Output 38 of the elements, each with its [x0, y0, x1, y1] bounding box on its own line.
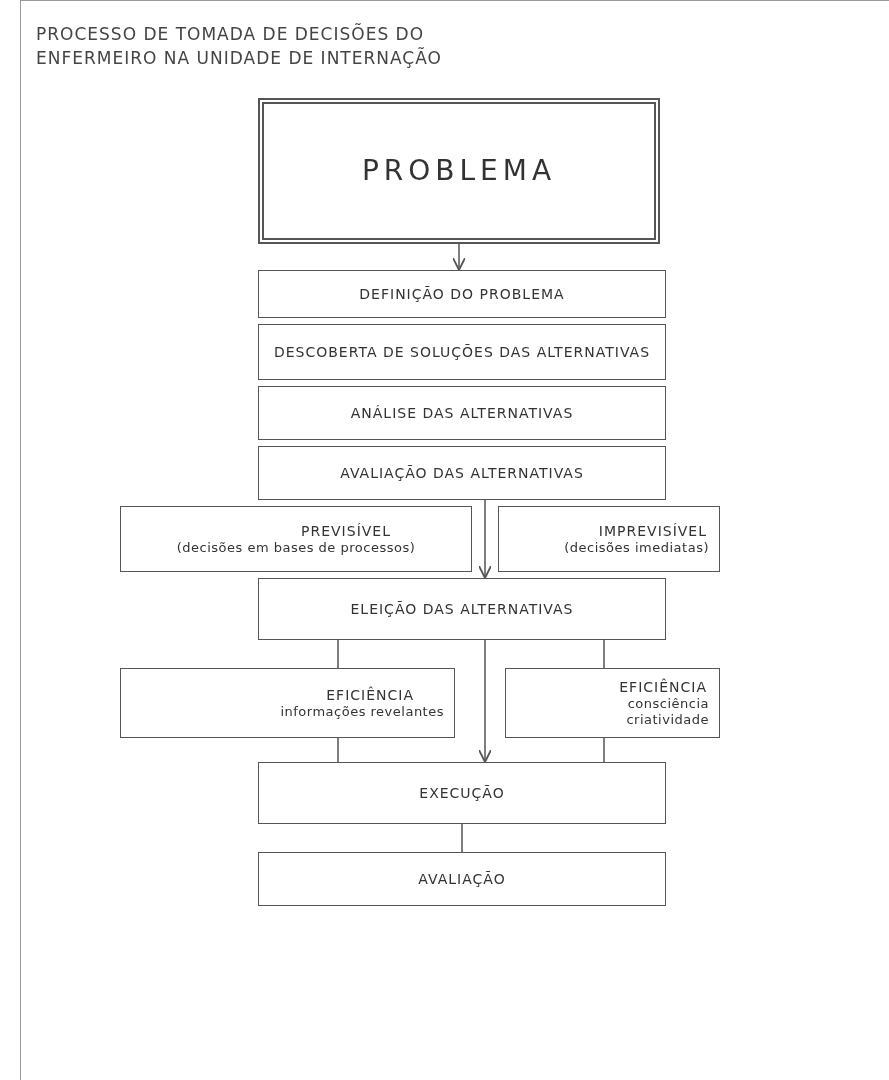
process-box [258, 578, 666, 640]
connector-line [337, 737, 339, 763]
process-box [505, 668, 720, 738]
box-label: EFICIÊNCIA [619, 678, 707, 696]
process-box [258, 324, 666, 380]
box-label: AVALIAÇÃO DAS ALTERNATIVAS [340, 464, 584, 482]
process-box [498, 506, 720, 572]
diagram-title: PROCESSO DE TOMADA DE DECISÕES DO ENFERMEIRO NA UNIDADE DE INTERNAÇÃO [36, 22, 443, 70]
box-label: EXECUÇÃO [419, 784, 505, 802]
box-sublabel: consciência [627, 696, 709, 712]
process-box [120, 668, 455, 738]
box-label: DESCOBERTA DE SOLUÇÕES DAS ALTERNATIVAS [273, 343, 651, 361]
connector-line [337, 639, 339, 669]
problem-box [258, 98, 660, 244]
box-label: AVALIAÇÃO [418, 870, 506, 888]
connector-line [603, 737, 605, 763]
box-sublabel: (decisões em bases de processos) [176, 540, 416, 556]
box-label: IMPREVISÍVEL [598, 522, 707, 540]
box-label: ELEIÇÃO DAS ALTERNATIVAS [350, 600, 574, 618]
process-box [120, 506, 472, 572]
box-label: PREVISÍVEL [301, 522, 391, 540]
box-sublabel: criatividade [626, 712, 709, 728]
process-box [258, 386, 666, 440]
process-box [258, 446, 666, 500]
connector-line [461, 823, 463, 853]
arrow [478, 499, 492, 579]
box-sublabel: (decisões imediatas) [564, 540, 709, 556]
box-sublabel: informações revelantes [280, 704, 444, 720]
arrow [478, 639, 492, 763]
box-label: DEFINIÇÃO DO PROBLEMA [359, 285, 565, 303]
process-box [258, 852, 666, 906]
box-label: EFICIÊNCIA [326, 686, 414, 704]
process-box [258, 762, 666, 824]
process-box [258, 270, 666, 318]
arrow [452, 243, 466, 271]
box-label: ANÁLISE DAS ALTERNATIVAS [350, 404, 574, 422]
box-label: PROBLEMA [361, 154, 557, 188]
connector-line [603, 639, 605, 669]
